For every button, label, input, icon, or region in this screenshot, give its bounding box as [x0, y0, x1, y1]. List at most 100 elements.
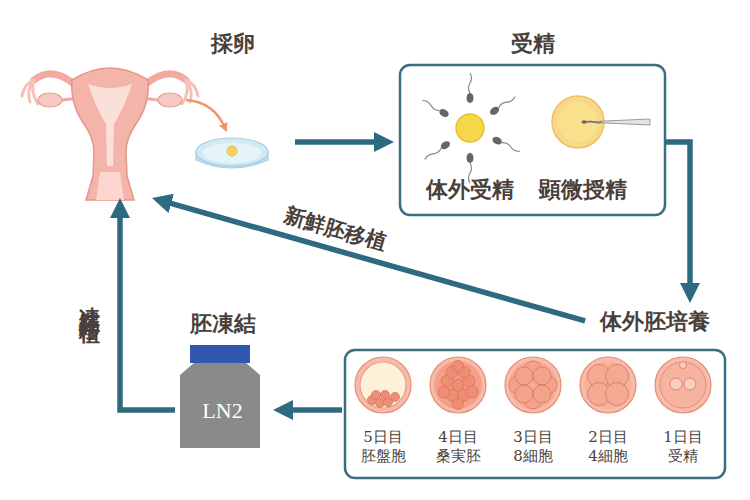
uterus-illustration	[88, 84, 132, 124]
sperm-and-egg	[501, 141, 520, 152]
morula-drawing	[466, 386, 478, 398]
eight-cell-drawing	[509, 361, 557, 409]
sperm-and-egg	[422, 99, 441, 112]
eight-cell-drawing	[533, 385, 551, 403]
eight-cell-drawing	[515, 367, 533, 385]
morula-drawing	[434, 361, 482, 409]
node-label: 採卵	[195, 30, 270, 58]
eight-cell-drawing	[515, 385, 533, 403]
morula-drawing	[453, 361, 464, 372]
zygote-drawing	[680, 362, 687, 369]
zygote-drawing	[660, 362, 706, 408]
sperm-and-egg	[423, 139, 452, 162]
node-label: 2日目 4細胞	[580, 428, 636, 466]
icsi-illustration	[586, 121, 602, 123]
uterus-illustration	[38, 93, 62, 107]
uterus-illustration	[106, 124, 114, 166]
sperm-and-egg	[456, 114, 484, 142]
icsi-illustration	[583, 119, 650, 125]
zygote-drawing	[684, 378, 696, 390]
sperm-and-egg	[467, 93, 474, 103]
morula-drawing	[438, 386, 450, 398]
blastocyst-drawing	[376, 399, 385, 408]
eight-cell-drawing	[505, 357, 561, 413]
sperm-and-egg	[488, 94, 517, 117]
petri-dish	[196, 138, 268, 168]
sperm-and-egg	[498, 95, 516, 109]
flow-arrow	[120, 214, 175, 410]
blastocyst-drawing	[360, 362, 406, 408]
sperm-and-egg	[467, 153, 474, 163]
blastocyst-drawing	[372, 391, 381, 400]
edge-label: 凍結胚移植	[76, 232, 104, 367]
sperm-and-egg	[491, 135, 521, 154]
icsi-illustration	[552, 96, 650, 148]
uterus-illustration	[34, 74, 74, 84]
blastocyst-drawing	[381, 391, 390, 400]
four-cell-drawing	[606, 383, 629, 406]
sperm-and-egg	[438, 107, 450, 118]
uterus-illustration	[158, 93, 182, 107]
fertilization-box: 受精体外受精顕微授精	[400, 28, 665, 215]
zygote-drawing	[655, 357, 711, 413]
blastocyst-drawing	[355, 357, 411, 413]
freezing-node: 胚凍結 LN2	[175, 305, 270, 450]
uterus-illustration	[72, 68, 149, 200]
node-label: 4日目 桑実胚	[430, 428, 486, 466]
embryo-stage: 3日目 8細胞	[498, 352, 568, 474]
retrieval-step: 採卵	[15, 28, 295, 198]
blastocyst-drawing	[355, 357, 411, 413]
four-cell-drawing	[584, 361, 632, 409]
method-node: 顕微授精	[520, 80, 645, 205]
four-cell-drawing	[580, 357, 636, 413]
sperm-and-egg	[469, 73, 472, 93]
nitrogen-tank	[180, 345, 260, 448]
edge-label: 新鮮胚移植	[269, 199, 402, 262]
zygote-drawing	[670, 378, 682, 390]
embryo-stage: 1日目 受精	[648, 352, 718, 474]
morula-drawing	[430, 357, 486, 413]
petri-dish	[196, 138, 268, 166]
blastocyst-drawing	[391, 393, 400, 402]
petri-dish	[203, 143, 261, 163]
embryo-stage: 4日目 桑実胚	[423, 352, 493, 474]
node-label: 3日目 8細胞	[505, 428, 561, 466]
sperm-and-egg	[491, 135, 503, 146]
embryo-stage: 5日目 胚盤胞	[348, 352, 418, 474]
uterus-illustration	[22, 68, 198, 200]
flow-arrow	[295, 139, 378, 145]
group-frame	[345, 350, 725, 478]
group-frame	[400, 65, 665, 215]
sperm-and-egg	[467, 73, 474, 103]
eight-cell-drawing	[533, 367, 551, 385]
four-cell-drawing	[580, 357, 636, 413]
uterus-illustration	[96, 172, 124, 200]
node-label: 1日目 受精	[655, 428, 711, 466]
embryo-stage: 2日目 4細胞	[573, 352, 643, 474]
method-node: 体外受精	[410, 80, 530, 205]
nitrogen-tank	[190, 345, 250, 363]
uterus-illustration	[22, 80, 38, 104]
node-label: 体外受精	[410, 176, 530, 204]
uterus-illustration	[146, 74, 186, 84]
node-label: 体外胚培養	[588, 308, 722, 336]
eight-cell-drawing	[505, 357, 561, 413]
node-label: 5日目 胚盤胞	[355, 428, 411, 466]
node-label: LN2	[175, 397, 270, 425]
flow-arrow	[167, 202, 585, 321]
node-label: 胚凍結	[175, 310, 270, 338]
zygote-drawing	[655, 357, 711, 413]
sperm-and-egg	[424, 147, 442, 161]
node-label: 受精	[400, 30, 665, 58]
culture-box: 体外胚培養 5日目 胚盤胞 4日目 桑実胚 3日目 8細胞 2日目 4細胞 1日目 受精	[345, 305, 725, 478]
petri-dish	[227, 146, 237, 156]
node-label: 顕微授精	[520, 176, 645, 204]
morula-drawing	[430, 357, 486, 413]
icsi-illustration	[582, 120, 587, 124]
flow-arrow	[665, 142, 690, 287]
sperm-and-egg	[421, 97, 450, 118]
morula-drawing	[453, 399, 464, 410]
sperm-and-egg	[421, 73, 522, 183]
egg-retrieval-pointer	[186, 100, 225, 128]
